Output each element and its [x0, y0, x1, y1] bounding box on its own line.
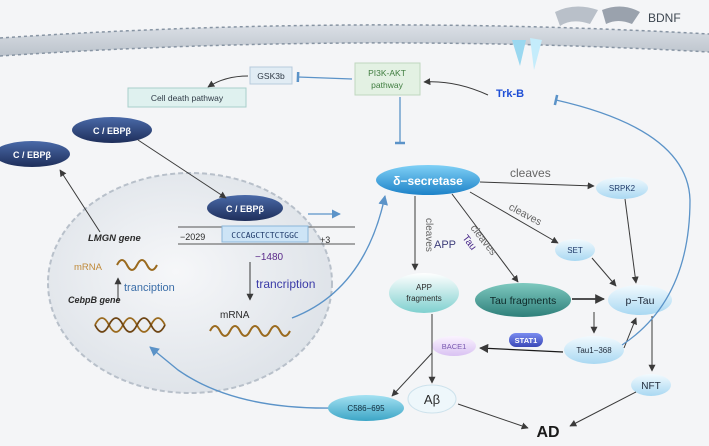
cleaves-tau-arrow	[451, 193, 519, 283]
abeta-to-ad-arrow	[457, 403, 529, 430]
app-fragments-node	[389, 273, 459, 313]
gsk3b-label: GSK3b	[257, 71, 285, 81]
nft-to-ad-arrow	[569, 391, 637, 427]
gsk3b-box	[249, 66, 293, 85]
trkb-to-pi3k-arrow	[423, 78, 489, 96]
gsk3b-to-cell-death-arrow	[207, 75, 249, 88]
cell-death-label: Cell death pathway	[151, 93, 224, 103]
secretase-label: δ−secretase	[393, 174, 463, 188]
trkb-label: Trk-B	[496, 88, 524, 100]
srpk2-node	[596, 177, 648, 199]
position-mid: −1480	[255, 252, 284, 263]
pi3k-inhibits-gsk3b	[296, 71, 353, 83]
cebpb-binding-arrow	[137, 139, 227, 199]
stat1-node	[509, 333, 543, 347]
translation-arrow	[59, 169, 101, 233]
cell-death-box	[127, 87, 247, 108]
promoter-sequence: CCCAGCTCTCTGGC	[231, 231, 299, 240]
mrna-left-label: mRNA	[74, 262, 103, 273]
c586-node	[328, 395, 404, 421]
bdnf-ligand-icon	[555, 6, 640, 26]
stat1-label: STAT1	[515, 336, 538, 345]
abeta-node	[407, 384, 457, 414]
c586-label: C586−695	[347, 404, 385, 413]
cleaves-srpk2-label: cleaves	[510, 166, 551, 180]
bdnf-label: BDNF	[648, 11, 681, 25]
nft-node	[631, 374, 671, 396]
mrna-to-secretase-arrow	[291, 195, 388, 319]
bace1-node	[432, 336, 476, 356]
cebpb-oval-top	[72, 117, 152, 143]
ad-label: AD	[536, 424, 559, 441]
bace1-label: BACE1	[442, 342, 467, 351]
cell-membrane	[0, 24, 709, 57]
cebpb-top-label: C / EBPβ	[93, 126, 132, 136]
tau1-368-inhibits-trkb	[553, 94, 691, 346]
transcription-right-label: trancription	[256, 277, 315, 291]
cebpb-gene-label: CebpB gene	[68, 295, 121, 305]
set-to-ptau-arrow	[591, 257, 617, 287]
srpk2-to-ptau-arrow	[624, 198, 639, 284]
tau1-368-node	[564, 336, 624, 364]
mrna-bottom-label: mRNA	[220, 310, 250, 321]
secretase-node	[376, 165, 480, 195]
dna-strand-b	[94, 317, 166, 333]
app-label: APP	[434, 239, 456, 251]
promoter-sequence-box	[221, 225, 309, 243]
cebpb-oval-left	[0, 141, 70, 167]
cleaves-srpk2-arrow	[479, 181, 595, 190]
cebpb-left-label: C / EBPβ	[13, 150, 52, 160]
abeta-label: Aβ	[424, 392, 440, 407]
tau1-368-to-ptau-arrow	[623, 317, 637, 349]
pi3k-akt-label: PI3K-AKT	[368, 68, 406, 78]
app-fragments-label-2: fragments	[406, 294, 442, 303]
cleaves-app-label: cleaves	[423, 218, 434, 252]
pi3k-akt-box	[354, 62, 421, 96]
cleaves-set-arrow	[469, 191, 559, 244]
srpk2-label: SRPK2	[609, 184, 636, 193]
tau-fragments-node	[475, 283, 571, 317]
mrna-left-strand	[116, 259, 158, 271]
tau1-368-label: Tau1−368	[576, 346, 612, 355]
cebpb-bound-label: C / EBPβ	[226, 204, 265, 214]
nft-label: NFT	[641, 381, 660, 392]
position-start: −2029	[180, 232, 205, 242]
tau1-368-to-bace1-arrow	[479, 343, 564, 353]
c586-to-cebpb-arrow	[149, 346, 336, 409]
cebpb-oval-bound	[207, 195, 283, 221]
bace1-to-c586-arrow	[391, 352, 433, 397]
set-node	[555, 239, 595, 261]
lmgn-gene-label: LMGN gene	[88, 233, 141, 244]
dna-strand-a	[94, 317, 166, 333]
trkb-receptor-icon	[512, 38, 542, 70]
ptau-node	[608, 285, 672, 315]
tau-fragments-label: Tau fragments	[490, 295, 557, 307]
position-end: +3	[320, 235, 330, 245]
app-fragments-label-1: APP	[416, 283, 432, 292]
ptau-label: p−Tau	[626, 295, 655, 307]
transcription-left-label: tranciption	[124, 282, 175, 294]
set-label: SET	[567, 246, 583, 255]
mrna-bottom-strand	[209, 325, 291, 337]
pathway-label: pathway	[371, 80, 403, 90]
